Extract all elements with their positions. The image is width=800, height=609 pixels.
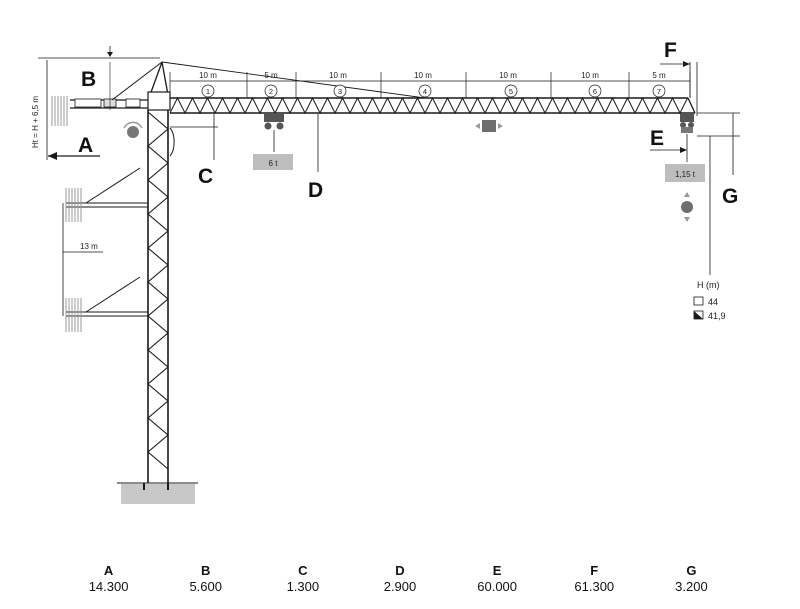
trolley-travel-icon (475, 120, 503, 132)
dimension-letter: B (201, 563, 211, 578)
crane-diagram: 13 m Ht = H + 6,5 m (31, 39, 740, 504)
height-legend-icon-1 (693, 296, 704, 306)
segment-label-2: 5 m (264, 71, 278, 80)
tip-dimensions: H (m) 44 41,9 (650, 61, 740, 321)
tie-spacing-label: 13 m (80, 242, 98, 251)
dimension-value: 14.300 (88, 579, 129, 594)
dimension-letter: A (103, 563, 114, 578)
tip-trolley: 1,15 t (665, 114, 705, 222)
tower-head (111, 61, 426, 157)
dimension-e: E 60.000 (449, 563, 546, 595)
label-c: C (198, 165, 213, 188)
segment-label-1: 10 m (199, 71, 217, 80)
height-dimension: Ht = H + 6,5 m (31, 57, 160, 160)
segment-number-1: 1 (206, 87, 210, 96)
tip-load-label: 1,15 t (675, 170, 696, 179)
label-a: A (78, 134, 93, 157)
counter-jib (48, 46, 150, 160)
segment-label-7: 5 m (652, 71, 666, 80)
dimension-c: C 1.300 (254, 563, 351, 595)
height-value-1: 44 (708, 297, 718, 307)
dimension-value: 3.200 (675, 579, 708, 594)
label-b: B (81, 68, 96, 91)
label-g: G (722, 185, 738, 208)
segment-number-4: 4 (423, 87, 427, 96)
segment-label-6: 10 m (581, 71, 599, 80)
label-f: F (664, 39, 677, 62)
dimension-d: D 2.900 (351, 563, 448, 595)
segment-number-6: 6 (593, 87, 597, 96)
label-d: D (308, 179, 323, 202)
height-label: H (m) (697, 280, 720, 290)
segment-label-3: 10 m (329, 71, 347, 80)
dimension-value: 61.300 (574, 579, 615, 594)
segment-label-5: 10 m (499, 71, 517, 80)
segment-number-7: 7 (657, 87, 661, 96)
segment-number-2: 2 (269, 87, 273, 96)
dimensions-table: A 14.300 B 5.600 C 1.300 D 2.900 E 60.00… (60, 563, 740, 595)
dimension-f: F 61.300 (546, 563, 643, 595)
inner-trolley: 6 t (253, 114, 293, 170)
inner-load-label: 6 t (269, 159, 279, 168)
dimension-letter: F (590, 563, 599, 578)
dimension-b: B 5.600 (157, 563, 254, 595)
dimension-letter: C (298, 563, 308, 578)
dimension-value: 5.600 (189, 579, 222, 594)
dimension-letter: E (492, 563, 502, 578)
height-formula-label: Ht = H + 6,5 m (31, 96, 40, 148)
dimension-letter: G (686, 563, 697, 578)
dimension-g: G 3.200 (643, 563, 740, 595)
dimension-letter: D (395, 563, 405, 578)
inner-load-box (253, 154, 293, 170)
tip-load-box (665, 164, 705, 182)
label-e: E (650, 127, 664, 150)
hoist-icon (681, 201, 693, 213)
dimension-a: A 14.300 (60, 563, 157, 595)
dimension-value: 60.000 (477, 579, 518, 594)
segment-number-3: 3 (338, 87, 342, 96)
mast (147, 110, 169, 483)
jib (169, 96, 696, 115)
segment-number-5: 5 (509, 87, 513, 96)
height-value-2: 41,9 (708, 311, 726, 321)
foundation-base (121, 484, 195, 504)
slew-icon (127, 126, 139, 138)
jib-segments: 10 m 5 m 10 m 10 m 10 m 10 m 5 m 1 2 3 4… (169, 71, 691, 98)
wall-ties: 13 m (62, 167, 148, 332)
segment-label-4: 10 m (414, 71, 432, 80)
dimension-value: 2.900 (383, 579, 417, 594)
dimension-value: 1.300 (286, 579, 320, 594)
